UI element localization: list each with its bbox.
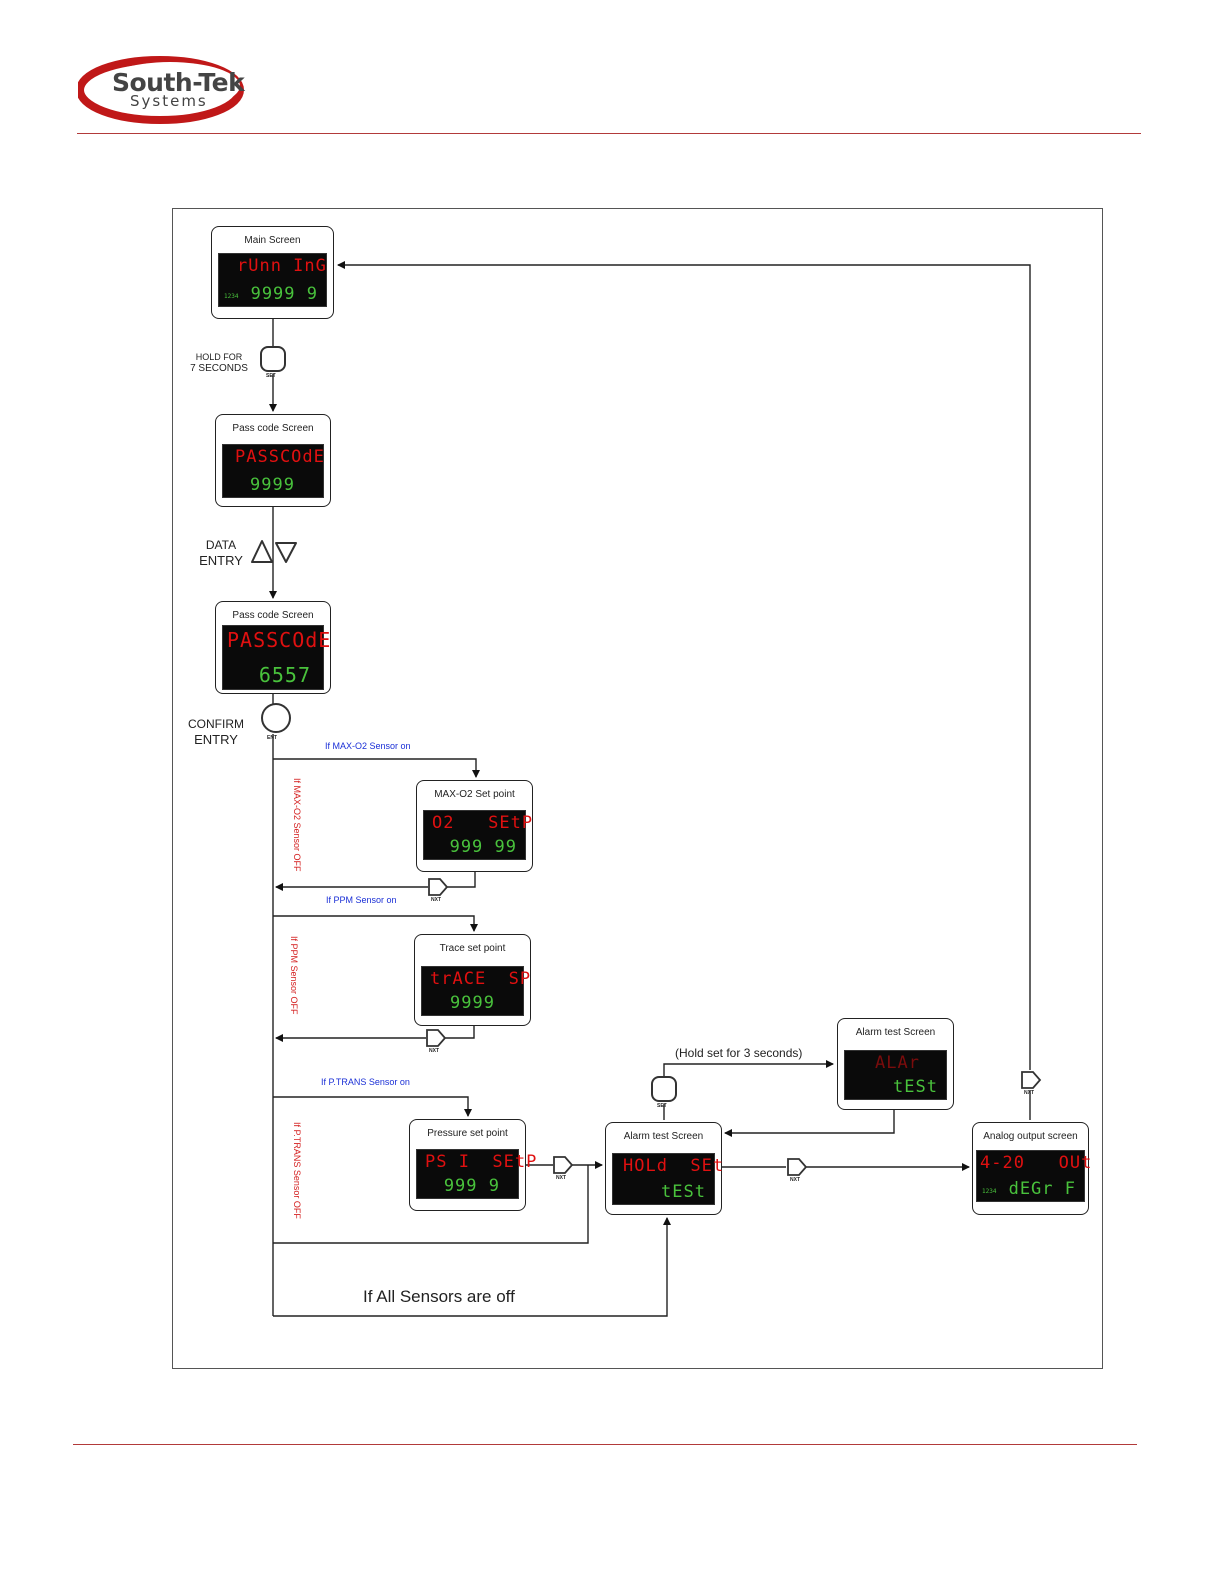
nxt-caption-4: NXT <box>790 1177 800 1183</box>
if-ptrans-on-label: If P.TRANS Sensor on <box>321 1077 410 1087</box>
alarm-test-screen-title-2: Alarm test Screen <box>855 1027 936 1038</box>
alarm-test-bottom-text-2: tESt <box>893 1077 938 1097</box>
main-screen-tiny-text: 1234 <box>224 293 239 300</box>
logo-name: South-Tek <box>112 68 245 97</box>
trace-setpoint-title: Trace set point <box>439 943 506 954</box>
analog-output-top-text: 4-20 OUt <box>980 1153 1093 1173</box>
pressure-setpoint-title: Pressure set point <box>427 1128 508 1139</box>
if-ptrans-off-label: If P.TRANS Sensor OFF <box>292 1122 302 1219</box>
maxo2-setpoint-box: MAX-O2 Set point O2 SEtP 999 99 <box>416 780 533 872</box>
analog-output-screen-box: Analog output screen 4-20 OUt 1234 dEGr … <box>972 1122 1093 1215</box>
nxt-button-shape-3 <box>553 1156 574 1174</box>
maxo2-bottom-text: 999 99 <box>449 837 517 857</box>
passcode-screen-title-1: Pass code Screen <box>232 423 314 434</box>
pressure-setpoint-box: Pressure set point PS I SEtP 999 9 <box>409 1119 538 1211</box>
nxt-caption-3: NXT <box>556 1175 566 1181</box>
if-ppm-on-label: If PPM Sensor on <box>326 895 397 905</box>
all-sensors-off-label: If All Sensors are off <box>363 1287 515 1306</box>
alarm-test-screen-title: Alarm test Screen <box>623 1131 704 1142</box>
pressure-display: PS I SEtP 999 9 <box>416 1149 538 1199</box>
if-maxo2-off-label: If MAX-O2 Sensor OFF <box>292 778 302 872</box>
if-ppm-off-label: If PPM Sensor OFF <box>289 936 299 1015</box>
nxt-button-shape-1 <box>428 878 449 896</box>
footer-rule <box>73 1444 1137 1445</box>
alarm-test-display-2: ALAr tESt <box>844 1050 947 1100</box>
confirm-entry-label: CONFIRM ENTRY <box>186 717 246 747</box>
confirm-entry-line1: CONFIRM <box>188 717 244 731</box>
logo-swoosh <box>76 56 244 124</box>
set-button-shape-2 <box>651 1076 677 1102</box>
passcode-screen-title-2: Pass code Screen <box>232 610 314 621</box>
alarm-test-bottom-text: tESt <box>661 1182 706 1202</box>
hold-set-label: (Hold set for 3 seconds) <box>675 1046 803 1060</box>
hold-label: HOLD FOR 7 SECONDS <box>190 351 248 375</box>
nxt-button-shape-2 <box>426 1029 447 1047</box>
ent-caption: ENT <box>267 735 277 741</box>
maxo2-display: O2 SEtP 999 99 <box>423 810 534 860</box>
data-entry-line2: ENTRY <box>199 553 243 568</box>
logo-subtitle: Systems <box>130 92 208 110</box>
passcode-bottom-text-2: 6557 <box>258 663 311 687</box>
main-screen-title: Main Screen <box>244 235 301 246</box>
data-entry-label: DATA ENTRY <box>197 538 245 568</box>
trace-setpoint-box: Trace set point trACE SP 9999 <box>414 934 531 1026</box>
nxt-caption-1: NXT <box>431 897 441 903</box>
hold-label-line2: 7 SECONDS <box>190 363 248 374</box>
passcode-screen-box-1: Pass code Screen PASSCOdE 9999 <box>215 414 331 507</box>
set-caption-2: SET <box>657 1103 667 1109</box>
passcode-top-text-2: PASSCOdE <box>227 628 332 652</box>
nxt-caption-2: NXT <box>429 1048 439 1054</box>
main-screen-bottom-text: 9999 9 <box>250 284 318 304</box>
nxt-button-shape-4 <box>787 1158 808 1176</box>
nxt-button-shape-5 <box>1021 1071 1042 1089</box>
south-tek-logo: South-Tek Systems <box>76 56 248 126</box>
nxt-caption-5: NXT <box>1024 1090 1034 1096</box>
down-button-shape <box>275 542 297 563</box>
pressure-bottom-text: 999 9 <box>443 1176 500 1196</box>
passcode-display-1: PASSCOdE 9999 <box>222 444 324 498</box>
passcode-bottom-text-1: 9999 <box>250 475 295 495</box>
main-screen-box: Main Screen rUnn InG 1234 9999 9 <box>211 226 334 319</box>
set-caption: SET <box>266 373 276 379</box>
trace-bottom-text: 9999 <box>450 993 495 1013</box>
set-button-shape <box>260 346 286 372</box>
analog-output-bottom-text: dEGr F <box>1008 1179 1076 1199</box>
if-maxo2-on-label: If MAX-O2 Sensor on <box>325 741 411 751</box>
ent-button-shape <box>261 703 291 733</box>
data-entry-line1: DATA <box>205 538 237 552</box>
alarm-test-screen-box: Alarm test Screen HOLd SEt tESt <box>605 1122 725 1215</box>
alarm-test-screen-box-2: Alarm test Screen ALAr tESt <box>837 1018 954 1110</box>
confirm-entry-line2: ENTRY <box>194 732 238 747</box>
passcode-display-2: PASSCOdE 6557 <box>222 625 332 690</box>
up-button-shape <box>251 540 273 563</box>
passcode-top-text-1: PASSCOdE <box>235 447 325 467</box>
analog-output-tiny-text: 1234 <box>982 1188 997 1195</box>
alarm-test-top-text: HOLd SEt <box>623 1156 725 1176</box>
maxo2-setpoint-title: MAX-O2 Set point <box>434 789 515 800</box>
header-rule <box>77 133 1141 134</box>
diagram-frame <box>172 208 1103 1369</box>
passcode-screen-box-2: Pass code Screen PASSCOdE 6557 <box>215 601 331 694</box>
alarm-test-top-text-2: ALAr <box>875 1053 920 1073</box>
analog-output-display: 4-20 OUt 1234 dEGr F <box>976 1150 1093 1202</box>
hold-label-line1: HOLD FOR <box>195 352 243 362</box>
trace-top-text: trACE SP <box>430 969 532 989</box>
analog-output-screen-title: Analog output screen <box>983 1131 1078 1142</box>
alarm-test-display: HOLd SEt tESt <box>612 1153 725 1205</box>
pressure-top-text: PS I SEtP <box>425 1152 538 1172</box>
main-screen-display: rUnn InG 1234 9999 9 <box>218 253 327 307</box>
maxo2-top-text: O2 SEtP <box>432 813 534 833</box>
main-screen-top-text: rUnn InG <box>237 256 327 276</box>
trace-display: trACE SP 9999 <box>421 966 532 1016</box>
